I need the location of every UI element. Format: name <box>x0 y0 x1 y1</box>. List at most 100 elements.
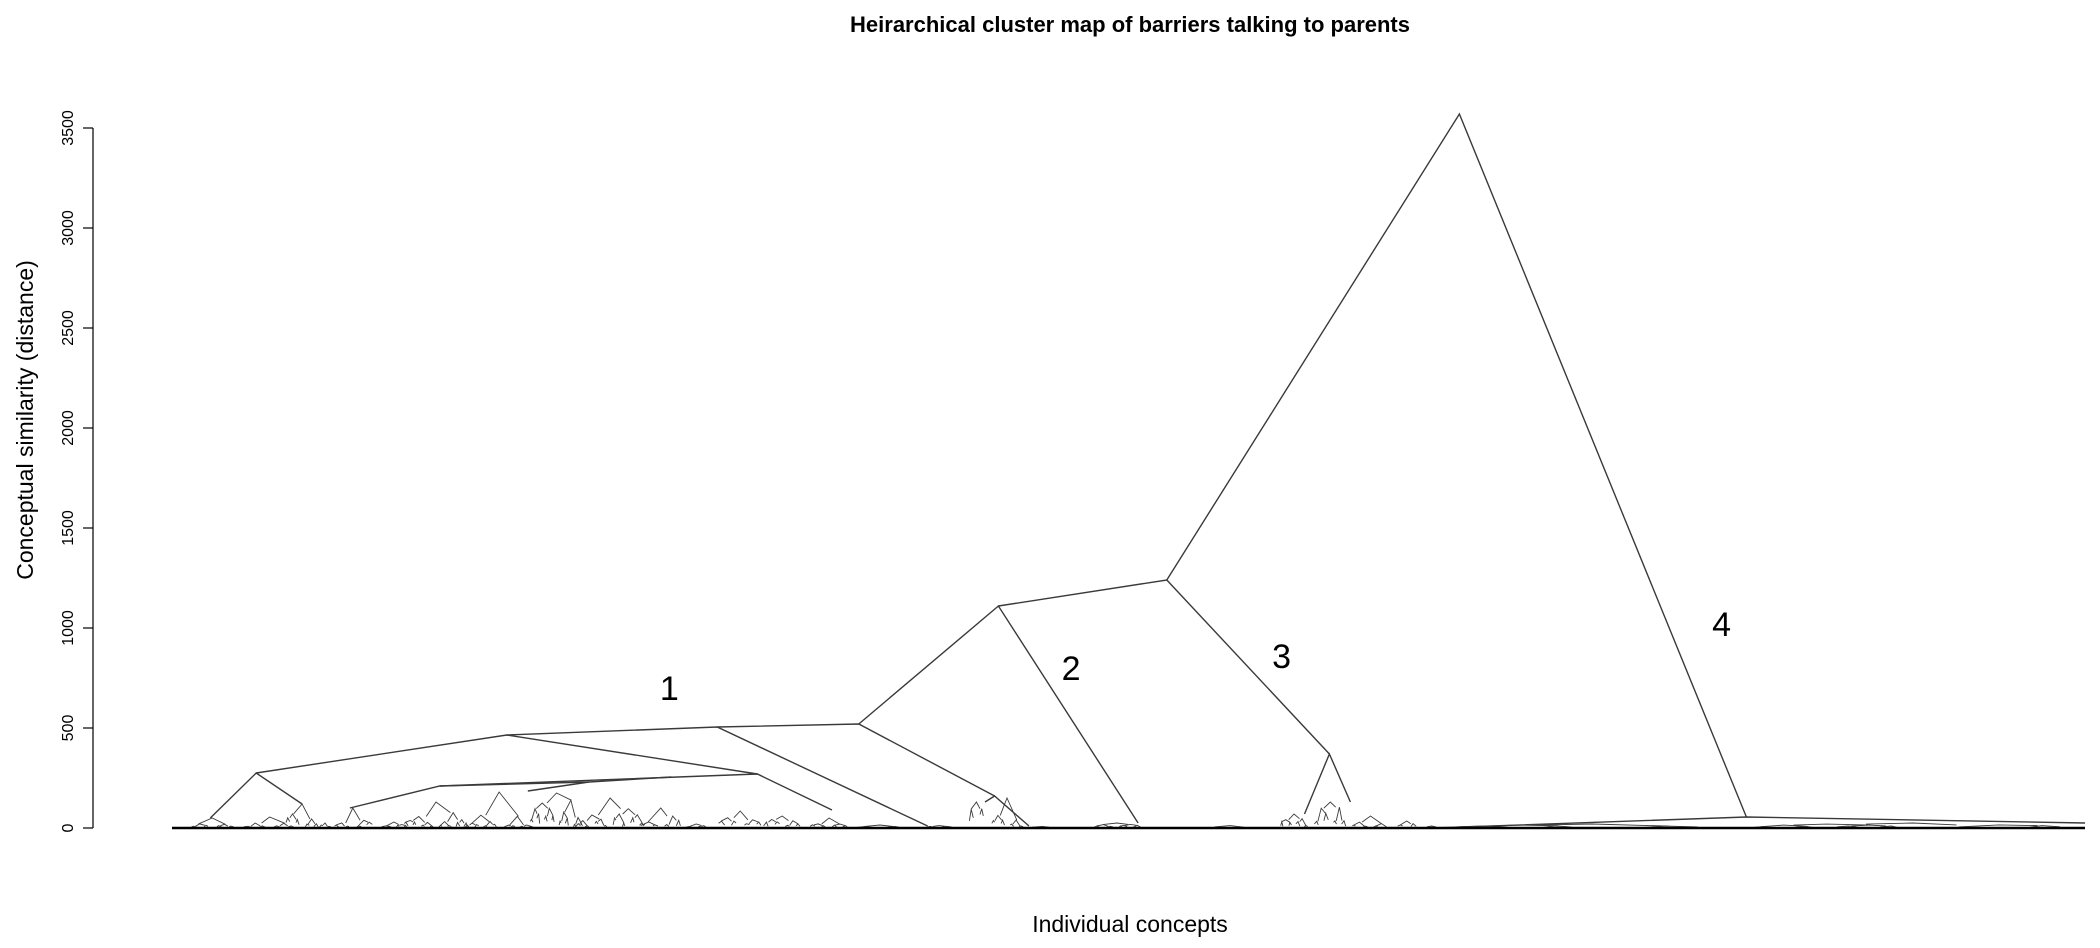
dendrogram-leaf-branch <box>1335 807 1343 822</box>
y-tick-label: 2000 <box>60 410 77 446</box>
dendrogram-leaf-branch <box>1280 820 1284 827</box>
dendrogram-leaf-branch <box>366 821 373 826</box>
dendrogram-leaf-branch <box>733 810 749 821</box>
dendrogram-leaf-branch <box>523 824 531 827</box>
dendrogram-leaf-branch <box>289 813 297 820</box>
dendrogram-leaf-branch <box>1535 823 1669 827</box>
dendrogram-leaf-branch <box>529 818 534 823</box>
dendrogram-leaf-branch <box>405 820 414 823</box>
dendrogram-leaf-branch <box>459 818 465 824</box>
dendrogram-branch <box>1434 816 2086 829</box>
dendrogram-leaf-branch <box>1323 811 1329 821</box>
dendrogram-leaf-branch <box>403 824 408 828</box>
dendrogram-leaf-branch <box>774 821 780 825</box>
dendrogram-leaf-branch <box>622 808 636 816</box>
dendrogram-branch <box>506 726 928 827</box>
dendrogram-leaf-branch <box>546 792 572 804</box>
dendrogram-leaf-branch <box>640 823 646 827</box>
dendrogram-leaf-branch <box>2029 825 2060 828</box>
dendrogram-leaf-branch <box>968 809 974 821</box>
dendrogram-leaf-branch <box>307 818 316 825</box>
dendrogram-leaf-branch <box>1836 825 1857 828</box>
dendrogram-leaf-branch <box>1288 821 1292 826</box>
dendrogram-branch <box>349 781 590 809</box>
dendrogram-leaf-branch <box>486 820 493 826</box>
dendrogram-leaf-branch <box>319 824 324 828</box>
cluster-label-2: 2 <box>1062 650 1081 688</box>
dendrogram-leaf-branch <box>748 819 759 825</box>
dendrogram-leaf-branch <box>594 820 599 825</box>
dendrogram-leaf-branch <box>447 825 452 827</box>
dendrogram-leaf-branch <box>345 807 361 824</box>
x-axis-label: Individual concepts <box>1032 911 1228 937</box>
dendrogram-leaf-branch <box>579 819 588 826</box>
dendrogram-leaf-branch <box>615 813 625 824</box>
dendrogram-leaf-branch <box>647 807 668 823</box>
dendrogram-leaf-branch <box>1793 823 1871 826</box>
dendrogram-leaf-branch <box>285 816 291 823</box>
dendrogram-leaf-branch <box>198 817 226 825</box>
dendrogram-leaf-branch <box>1341 819 1347 827</box>
dendrogram-leaf-branch <box>287 825 294 828</box>
dendrogram-leaf-branch <box>689 823 702 828</box>
dendrogram-leaf-branch <box>191 825 197 828</box>
dendrogram-leaf-branch <box>382 825 390 828</box>
dendrogram-leaf-branch <box>551 815 555 822</box>
dendrogram-branch <box>1166 112 1748 818</box>
dendrogram-branch <box>998 579 1330 755</box>
dendrogram-leaf-branch <box>561 810 568 822</box>
dendrogram-leaf-branch <box>979 808 984 816</box>
dendrogram-leaf-branch <box>1363 825 1368 828</box>
dendrogram-leaf-branch <box>1288 813 1300 821</box>
dendrogram-leaf-branch <box>546 807 554 817</box>
dendrogram-leaf-branch <box>564 817 569 826</box>
dendrogram-leaf-branch <box>744 823 750 826</box>
dendrogram-leaf-branch <box>731 820 737 826</box>
dendrogram-leaf-branch <box>585 825 590 828</box>
dendrogram-leaf-branch <box>1133 824 1141 828</box>
dendrogram-leaf-branch <box>991 819 995 824</box>
dendrogram-leaf-branch <box>295 818 300 825</box>
dendrogram-leaf-branch <box>482 825 487 828</box>
dendrogram-leaf-branch <box>421 824 425 827</box>
dendrogram-leaf-branch <box>1102 822 1129 826</box>
dendrogram-leaf-branch <box>1299 817 1307 826</box>
dendrogram-leaf-branch <box>664 824 670 827</box>
dendrogram-leaf-branch <box>322 822 328 827</box>
dendrogram-leaf-branch <box>357 819 369 827</box>
dendrogram-leaf-branch <box>334 824 339 828</box>
dendrogram-leaf-branch <box>455 821 461 827</box>
dendrogram-leaf-branch <box>630 816 635 823</box>
dendrogram-leaf-branch <box>795 823 801 827</box>
dendrogram-leaf-branch <box>447 811 458 822</box>
dendrogram-leaf-branch <box>1958 824 2038 828</box>
dendrogram-leaf-branch <box>580 823 583 827</box>
dendrogram-leaf-branch <box>1865 822 1957 826</box>
dendrogram-leaf-branch <box>305 823 310 828</box>
dendrogram-leaf-branch <box>424 821 433 827</box>
dendrogram-branch <box>1303 752 1352 815</box>
dendrogram-leaf-branch <box>720 817 732 822</box>
dendrogram-leaf-branch <box>603 824 608 828</box>
cluster-label-3: 3 <box>1272 638 1291 676</box>
dendrogram-branch <box>209 772 303 819</box>
dendrogram-leaf-branch <box>831 824 837 828</box>
dendrogram-leaf-branch <box>1426 825 1437 828</box>
dendrogram-leaf-branch <box>597 818 605 826</box>
dendrogram-leaf-branch <box>821 825 826 828</box>
dendrogram-leaf-branch <box>396 824 400 828</box>
y-tick-label: 2500 <box>60 310 77 346</box>
dendrogram-leaf-branch <box>1124 823 1137 826</box>
dendrogram-leaf-branch <box>1012 819 1021 827</box>
dendrogram-leaf-branch <box>639 821 644 827</box>
dendrogram-fine-branches <box>191 791 2060 829</box>
chart-title: Heirarchical cluster map of barriers tal… <box>850 12 1410 37</box>
cluster-label-1: 1 <box>660 670 679 708</box>
dendrogram-branch <box>984 795 1030 827</box>
dendrogram-leaf-branch <box>785 824 790 827</box>
dendrogram-leaf-branch <box>1295 820 1301 827</box>
dendrogram-leaf-branch <box>412 815 426 823</box>
dendrogram-leaf-branch <box>279 822 288 827</box>
